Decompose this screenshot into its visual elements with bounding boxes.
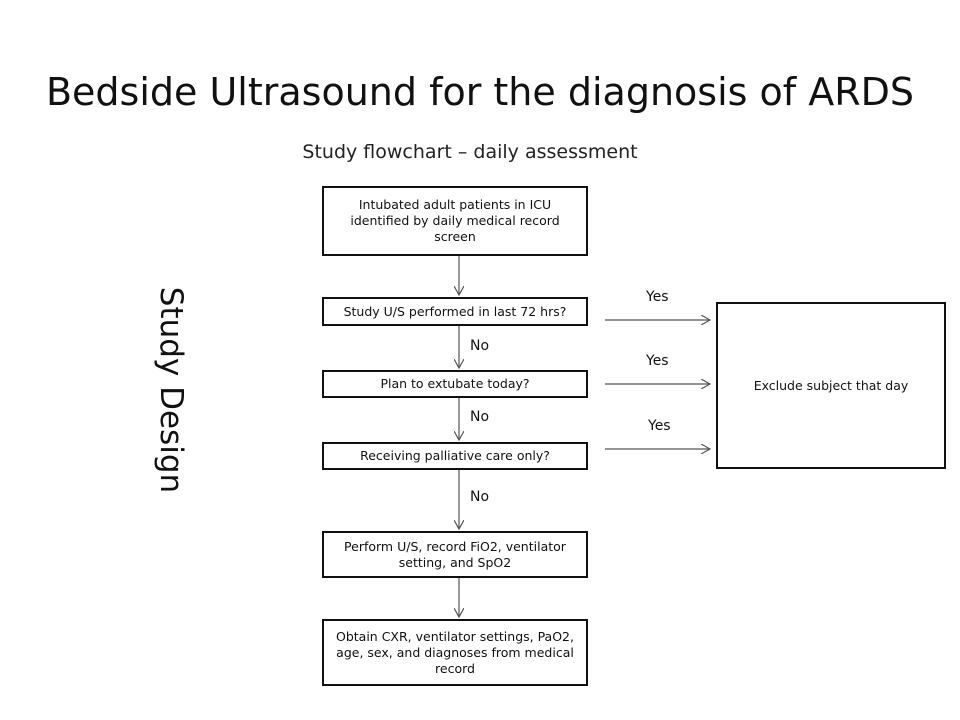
label-no-2: No <box>470 409 490 425</box>
node-identify: Intubated adult patients in ICU identifi… <box>322 186 588 256</box>
label-no-1: No <box>470 338 490 354</box>
label-yes-1: Yes <box>646 289 669 305</box>
node-extubate: Plan to extubate today? <box>322 370 588 398</box>
node-recent-us: Study U/S performed in last 72 hrs? <box>322 297 588 326</box>
flowchart-title: Study flowchart – daily assessment <box>302 141 638 163</box>
label-no-3: No <box>470 489 490 505</box>
node-exclude: Exclude subject that day <box>716 302 946 469</box>
node-palliative: Receiving palliative care only? <box>322 442 588 470</box>
label-yes-3: Yes <box>648 418 671 434</box>
label-yes-2: Yes <box>646 353 669 369</box>
node-perform-us: Perform U/S, record FiO2, ventilator set… <box>322 531 588 578</box>
slide-title: Bedside Ultrasound for the diagnosis of … <box>45 70 914 114</box>
node-obtain: Obtain CXR, ventilator settings, PaO2, a… <box>322 619 588 686</box>
